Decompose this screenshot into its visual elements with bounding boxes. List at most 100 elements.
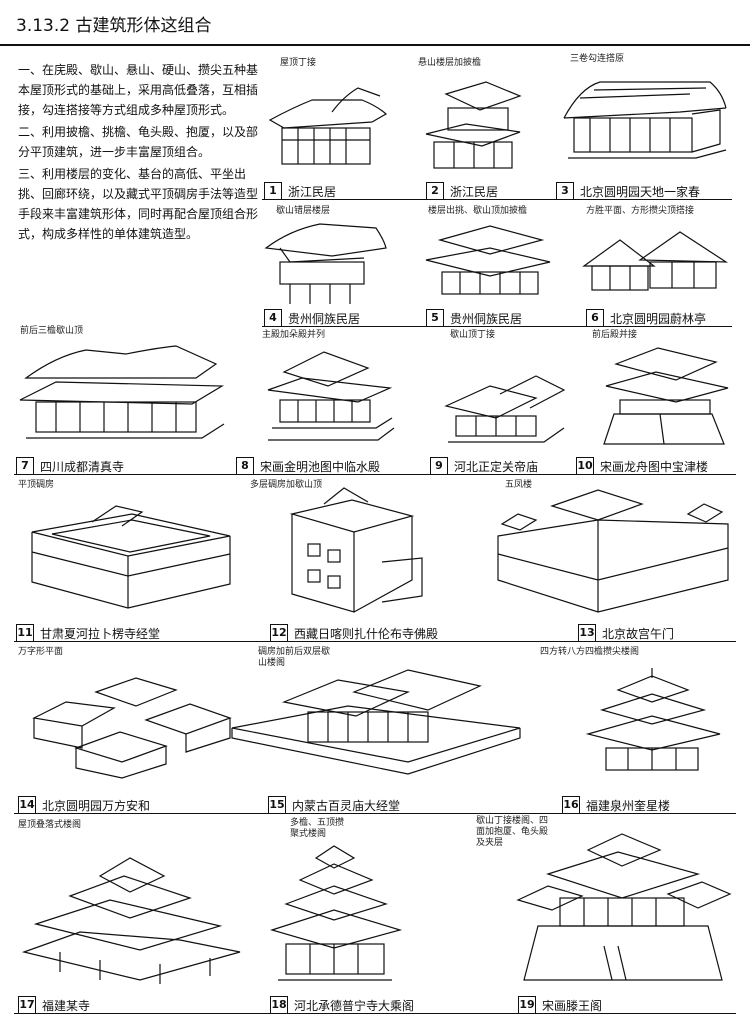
figure-note-2: 悬山楼层加披檐 [418, 58, 482, 68]
figure-note-13: 五凤楼 [505, 480, 533, 490]
figure-number-19: 19 [518, 996, 536, 1014]
figure-illustration-4 [260, 218, 390, 308]
figure-caption-4: 4 贵州侗族民居 [264, 309, 360, 327]
figure-illustration-1 [262, 78, 392, 178]
intro-paragraph-3: 三、利用楼层的变化、基台的高低、平坐出挑、回廊环绕，以及藏式平顶碉房手法等造型手… [18, 167, 259, 241]
figure-caption-8: 8 宋画金明池图中临水殿 [236, 457, 380, 475]
figure-caption-2: 2 浙江民居 [426, 182, 498, 200]
figure-number-2: 2 [426, 182, 444, 200]
figure-number-8: 8 [236, 457, 254, 475]
figure-number-13: 13 [578, 624, 596, 642]
figure-note-3: 三卷勾连搭原 [570, 54, 625, 64]
figure-caption-13: 13 北京故宫午门 [578, 624, 674, 642]
figure-note-6: 方胜平面、方形攒尖顶搭接 [586, 206, 695, 216]
section-header: 3.13.2 古建筑形体这组合 [0, 0, 750, 46]
figure-illustration-15 [228, 662, 524, 780]
figure-illustration-3 [560, 68, 730, 178]
figure-caption-14: 14 北京圆明园万方安和 [18, 796, 150, 814]
figure-illustration-12 [262, 484, 432, 620]
figure-caption-text-1: 浙江民居 [288, 184, 337, 199]
figure-number-4: 4 [264, 309, 282, 327]
figure-caption-12: 12 西藏日喀则扎什伦布寺佛殿 [270, 624, 438, 642]
figure-caption-16: 16 福建泉州奎星楼 [562, 796, 670, 814]
figure-caption-7: 7 四川成都清真寺 [16, 457, 124, 475]
figure-note-7: 前后三檐歇山顶 [20, 326, 84, 336]
figure-note-12: 多层碉房加歇山顶 [250, 480, 323, 490]
figure-caption-1: 1 浙江民居 [264, 182, 336, 200]
figure-caption-text-16: 福建泉州奎星楼 [586, 798, 671, 813]
figure-note-17: 屋顶叠落式楼阁 [18, 820, 82, 830]
caption-rule-row-2 [262, 326, 732, 327]
figure-note-8: 主殿加朵殿并列 [262, 330, 326, 340]
figure-number-17: 17 [18, 996, 36, 1014]
caption-rule-row-4 [14, 641, 736, 642]
figure-caption-text-9: 河北正定关帝庙 [454, 459, 539, 474]
figure-note-11: 平顶碉房 [18, 480, 55, 490]
figure-caption-text-12: 西藏日喀则扎什伦布寺佛殿 [294, 626, 439, 641]
figure-caption-text-17: 福建某寺 [42, 998, 91, 1013]
figure-caption-11: 11 甘肃夏河拉卜楞寺经堂 [16, 624, 160, 642]
figure-number-6: 6 [586, 309, 604, 327]
caption-rule-row-1 [262, 199, 732, 200]
figure-caption-text-6: 北京圆明园蔚林亭 [610, 311, 707, 326]
figure-note-16: 四方转八方四檐攒尖楼阁 [540, 647, 640, 657]
figure-number-10: 10 [576, 457, 594, 475]
figure-caption-text-3: 北京圆明园天地一家春 [580, 184, 701, 199]
figure-illustration-14 [26, 668, 236, 780]
section-title: 3.13.2 古建筑形体这组合 [16, 16, 212, 36]
figure-illustration-9 [440, 368, 570, 450]
figure-illustration-17 [20, 840, 244, 990]
figure-number-18: 18 [270, 996, 288, 1014]
figure-number-15: 15 [268, 796, 286, 814]
figure-illustration-5 [420, 220, 555, 308]
figure-note-14: 万字形平面 [18, 647, 64, 657]
figure-caption-text-14: 北京圆明园万方安和 [42, 798, 151, 813]
caption-rule-row-3 [14, 474, 736, 475]
figure-caption-text-13: 北京故宫午门 [602, 626, 675, 641]
figure-note-15: 碉房加前后双层歇山楼阁 [258, 647, 331, 668]
figure-note-5: 楼层出挑、歇山顶加披檐 [428, 206, 528, 216]
figure-caption-18: 18 河北承德普宁寺大乘阁 [270, 996, 414, 1014]
figure-illustration-10 [596, 340, 736, 450]
figure-number-5: 5 [426, 309, 444, 327]
figure-number-9: 9 [430, 457, 448, 475]
figure-note-9: 歇山顶丁接 [450, 330, 496, 340]
intro-paragraph-2: 二、利用披檐、挑檐、龟头殿、抱厦，以及部分平顶建筑，进一步丰富屋顶组合。 [18, 125, 259, 159]
figure-caption-3: 3 北京圆明园天地一家春 [556, 182, 700, 200]
figure-number-12: 12 [270, 624, 288, 642]
figure-illustration-18 [260, 840, 410, 990]
caption-rule-row-5 [14, 813, 736, 814]
figure-caption-text-11: 甘肃夏河拉卜楞寺经堂 [40, 626, 161, 641]
figure-caption-text-18: 河北承德普宁寺大乘阁 [294, 998, 415, 1013]
figure-caption-text-8: 宋画金明池图中临水殿 [260, 459, 381, 474]
caption-rule-row-6 [14, 1013, 736, 1014]
figure-caption-text-15: 内蒙古百灵庙大经堂 [292, 798, 401, 813]
figure-caption-15: 15 内蒙古百灵庙大经堂 [268, 796, 400, 814]
figure-number-16: 16 [562, 796, 580, 814]
figure-illustration-16 [578, 664, 728, 780]
figure-number-3: 3 [556, 182, 574, 200]
figure-caption-text-2: 浙江民居 [450, 184, 499, 199]
intro-paragraph-1: 一、在庑殿、歇山、悬山、硬山、攒尖五种基本屋顶形式的基础上，采用高低叠落，互相插… [18, 63, 259, 117]
figure-note-19: 歇山丁接楼阁、四面加抱厦、龟头殿及夹层 [476, 816, 549, 848]
figure-caption-text-7: 四川成都清真寺 [40, 459, 125, 474]
figure-number-11: 11 [16, 624, 34, 642]
figure-illustration-2 [416, 74, 531, 178]
figure-caption-6: 6 北京圆明园蔚林亭 [586, 309, 706, 327]
figure-illustration-11 [22, 492, 236, 620]
figure-note-10: 前后殿并接 [592, 330, 638, 340]
figure-illustration-13 [492, 484, 732, 620]
figure-caption-19: 19 宋画滕王阁 [518, 996, 602, 1014]
figure-note-18: 多檐、五顶攒聚式楼阁 [290, 818, 345, 839]
figure-illustration-8 [262, 344, 397, 450]
figure-caption-5: 5 贵州侗族民居 [426, 309, 522, 327]
figure-caption-text-4: 贵州侗族民居 [288, 311, 361, 326]
figure-caption-10: 10 宋画龙舟图中宝津楼 [576, 457, 708, 475]
figure-caption-text-10: 宋画龙舟图中宝津楼 [600, 459, 709, 474]
figure-illustration-6 [580, 226, 730, 308]
figure-illustration-19 [508, 828, 736, 990]
figure-note-4: 歇山错层楼层 [276, 206, 331, 216]
figure-illustration-7 [16, 338, 228, 450]
figure-note-1: 屋顶丁接 [280, 58, 317, 68]
